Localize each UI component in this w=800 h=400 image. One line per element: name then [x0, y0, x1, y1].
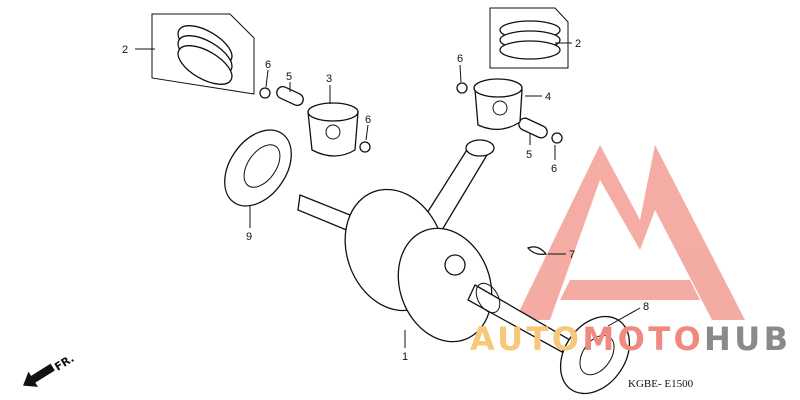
callout-4: 4: [545, 91, 551, 103]
callout-6: 6: [457, 53, 463, 65]
callout-2: 2: [122, 44, 128, 56]
callout-2: 2: [575, 38, 581, 50]
clip: [259, 87, 271, 99]
watermark-moto: MOTO: [582, 320, 700, 358]
watermark-hub: HUB: [704, 320, 788, 358]
piston-ring-set-left: [151, 13, 255, 95]
clip: [359, 141, 371, 153]
crankshaft: [297, 139, 571, 353]
front-direction-arrow-icon: FR.: [23, 352, 76, 387]
callout-6: 6: [365, 114, 371, 126]
leader-lines: [135, 42, 641, 348]
callout-8: 8: [643, 301, 649, 313]
piston-pin-right: [518, 117, 548, 139]
piston-left: [307, 102, 359, 157]
clip: [551, 132, 563, 144]
clip: [456, 82, 468, 94]
callout-6: 6: [265, 59, 271, 71]
bearing-left: [224, 129, 292, 207]
piston-ring-set-right: [489, 7, 569, 69]
callout-3: 3: [326, 73, 332, 85]
callout-9: 9: [246, 231, 252, 243]
bearing-right: [559, 315, 631, 395]
callout-6: 6: [551, 163, 557, 175]
piston-pin-left: [276, 85, 304, 107]
callout-5: 5: [286, 71, 292, 83]
direction-marker-label: FR.: [52, 352, 76, 374]
callout-1: 1: [402, 351, 408, 363]
piston-right: [473, 78, 523, 130]
woodruff-key: [526, 246, 548, 256]
diagram-code: KGBE- E1500: [628, 378, 694, 390]
watermark-logo: [515, 145, 745, 320]
callout-5: 5: [526, 149, 532, 161]
callout-7: 7: [569, 249, 575, 261]
